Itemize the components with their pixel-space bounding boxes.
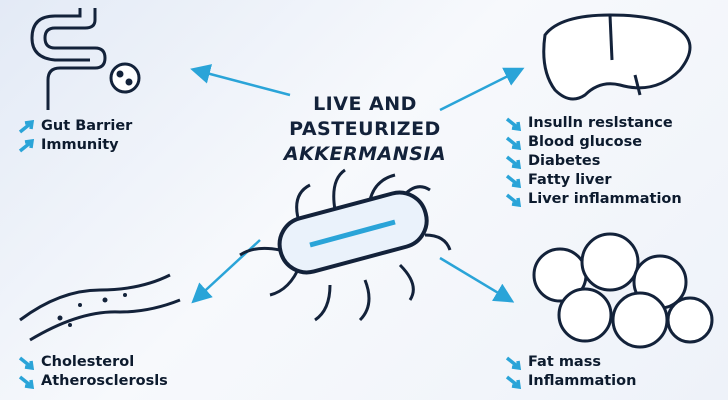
effect-label: Atherosclerosls bbox=[41, 373, 168, 389]
effect-label: Fat mass bbox=[528, 354, 601, 370]
list-item: Fatty liver bbox=[505, 171, 682, 190]
arrow-to-liver bbox=[439, 67, 525, 112]
arrow-down-icon bbox=[18, 375, 35, 389]
effect-label: Fatty liver bbox=[528, 172, 612, 188]
bacterium-icon bbox=[239, 168, 452, 322]
list-item: Fat mass bbox=[505, 353, 636, 372]
arrow-to-gut bbox=[190, 64, 291, 97]
effect-label: Immunity bbox=[41, 137, 119, 153]
artery-plaque-icon bbox=[19, 273, 181, 342]
arrow-down-icon bbox=[505, 356, 522, 370]
effect-label: Gut Barrier bbox=[41, 118, 133, 134]
arrow-down-icon bbox=[505, 375, 522, 389]
effect-label: Inflammation bbox=[528, 373, 637, 389]
diagram-title: LIVE AND PASTEURIZED AKKERMANSIA bbox=[250, 92, 480, 167]
arrow-up-icon bbox=[18, 138, 35, 152]
list-item: Blood glucose bbox=[505, 133, 682, 152]
intestine-icon bbox=[30, 8, 141, 110]
arrow-down-icon bbox=[505, 155, 522, 169]
title-line: LIVE AND bbox=[313, 93, 417, 115]
list-item: Atherosclerosls bbox=[18, 372, 168, 391]
list-item: Inflammation bbox=[505, 372, 636, 391]
list-item: Immunity bbox=[18, 136, 132, 155]
arrow-down-icon bbox=[505, 117, 522, 131]
fat-cells-icon bbox=[532, 232, 714, 349]
list-item: Diabetes bbox=[505, 152, 682, 171]
list-item: Insulln reslstance bbox=[505, 114, 682, 133]
liver-effects-list: Insulln reslstance Blood glucose Diabete… bbox=[505, 114, 682, 209]
effect-label: Cholesterol bbox=[41, 354, 135, 370]
arrow-down-icon bbox=[505, 174, 522, 188]
effect-label: Liver inflammation bbox=[528, 191, 682, 207]
arrow-down-icon bbox=[505, 136, 522, 150]
arrow-up-icon bbox=[18, 119, 35, 133]
gut-effects-list: Gut Barrier Immunity bbox=[18, 117, 132, 155]
list-item: Liver inflammation bbox=[505, 190, 682, 209]
fat-effects-list: Fat mass Inflammation bbox=[505, 353, 636, 391]
vessel-effects-list: Cholesterol Atherosclerosls bbox=[18, 353, 168, 391]
effect-label: Diabetes bbox=[528, 153, 601, 169]
arrow-down-icon bbox=[18, 356, 35, 370]
title-line: PASTEURIZED bbox=[289, 118, 441, 140]
effect-label: Blood glucose bbox=[528, 134, 643, 150]
list-item: Gut Barrier bbox=[18, 117, 132, 136]
liver-icon bbox=[542, 13, 692, 101]
arrow-down-icon bbox=[505, 193, 522, 207]
title-organism: AKKERMANSIA bbox=[283, 143, 447, 165]
arrow-to-fat bbox=[439, 256, 515, 303]
effect-label: Insulln reslstance bbox=[528, 115, 673, 131]
list-item: Cholesterol bbox=[18, 353, 168, 372]
